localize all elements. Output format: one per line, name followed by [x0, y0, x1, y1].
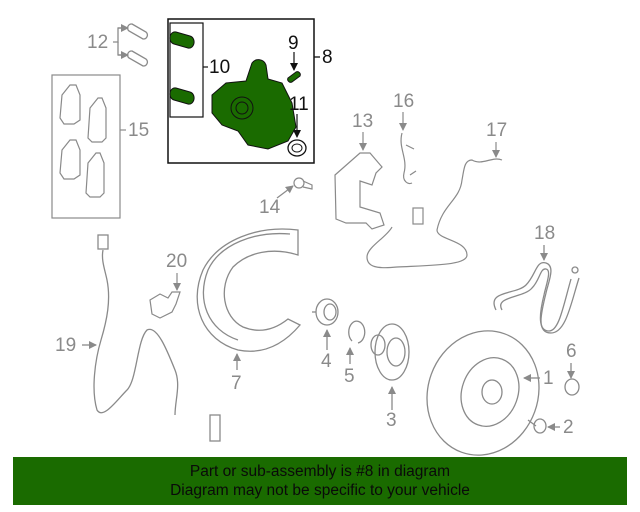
callout-5[interactable]: 5: [344, 366, 355, 387]
wheel-bearing-part[interactable]: [312, 298, 339, 350]
callout-17[interactable]: 17: [486, 120, 508, 141]
callout-6[interactable]: 6: [566, 341, 577, 362]
abs-sensor-part[interactable]: [82, 234, 221, 442]
callout-14[interactable]: 14: [259, 197, 281, 218]
bleeder-cap-part[interactable]: [564, 363, 580, 396]
brake-pads-part[interactable]: [51, 74, 126, 219]
bracket-bolt-part[interactable]: [276, 177, 313, 199]
callout-12[interactable]: 12: [87, 32, 109, 53]
brake-rotor-part[interactable]: [410, 315, 556, 471]
banner-line-disclaimer: Diagram may not be specific to your vehi…: [170, 482, 470, 499]
snap-ring-part[interactable]: [346, 320, 366, 364]
callout-1[interactable]: 1: [543, 368, 554, 389]
wheel-hub-part[interactable]: [370, 323, 410, 410]
callout-3[interactable]: 3: [386, 410, 397, 431]
pad-wear-sensor-part[interactable]: [366, 142, 503, 269]
callout-9[interactable]: 9: [288, 33, 299, 54]
callout-13[interactable]: 13: [352, 111, 374, 132]
banner-line-part-number: Part or sub-assembly is #8 in diagram: [189, 463, 451, 480]
sensor-bracket-part[interactable]: [149, 273, 181, 319]
guide-pins-part[interactable]: [113, 23, 148, 67]
callout-2[interactable]: 2: [563, 417, 574, 438]
callout-4[interactable]: 4: [321, 351, 332, 372]
callout-10[interactable]: 10: [209, 57, 231, 78]
brake-hose-part[interactable]: [493, 245, 580, 334]
callout-15[interactable]: 15: [128, 120, 150, 141]
caliper-assembly-box[interactable]: [167, 18, 320, 164]
info-banner: Part or sub-assembly is #8 in diagram Di…: [13, 457, 627, 505]
callout-19[interactable]: 19: [55, 335, 77, 356]
callout-7[interactable]: 7: [231, 373, 242, 394]
callout-8[interactable]: 8: [322, 47, 333, 68]
rotor-screw-part[interactable]: [527, 418, 560, 434]
callout-16[interactable]: 16: [393, 91, 415, 112]
callout-20[interactable]: 20: [166, 251, 188, 272]
caliper-bracket-part[interactable]: [334, 132, 385, 230]
callout-18[interactable]: 18: [534, 223, 556, 244]
splash-shield-part[interactable]: [196, 228, 302, 370]
pad-spring-clip-part[interactable]: [399, 112, 417, 185]
callout-11[interactable]: 11: [289, 94, 309, 115]
